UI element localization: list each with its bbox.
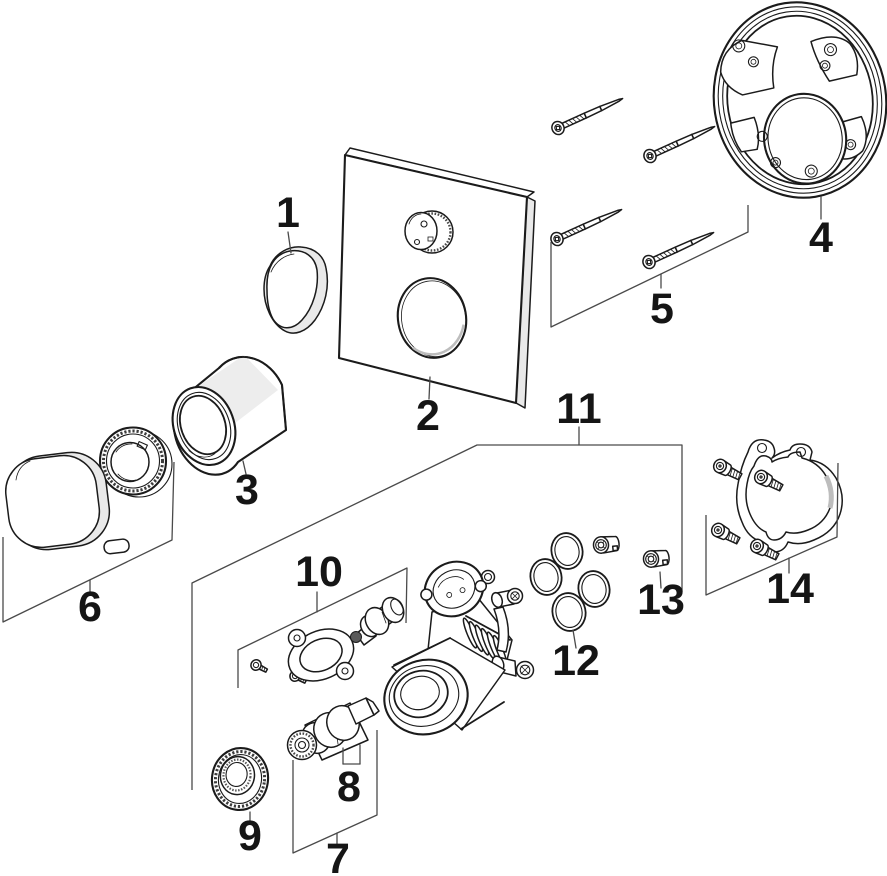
part-13-leader — [659, 571, 662, 589]
part-4-mounting-plate — [712, 1, 887, 199]
part-7-label: 7 — [326, 835, 350, 876]
square-knob — [4, 451, 130, 555]
part-12-o-rings — [529, 532, 621, 632]
part-3-label: 3 — [235, 466, 259, 514]
part-1-handle-knob — [263, 246, 329, 334]
part-10-service-kit — [248, 596, 405, 688]
screw-icon — [549, 91, 627, 138]
part-14-bracket-set — [708, 439, 843, 564]
part-7-bracket — [292, 730, 378, 854]
lower-port — [491, 655, 535, 680]
screw-icon — [641, 119, 719, 166]
part-4-label: 4 — [809, 214, 833, 262]
part-14-label: 14 — [766, 565, 814, 613]
part-6-bracket — [2, 461, 175, 623]
front-cylinder — [383, 637, 506, 736]
part-9-label: 9 — [238, 812, 262, 860]
part-10-label: 10 — [295, 548, 343, 596]
part-3-leader — [242, 460, 247, 475]
part-2-leader — [428, 376, 431, 400]
part-6-label: 6 — [78, 583, 102, 631]
part-12-leader — [572, 629, 577, 649]
part-8-label: 8 — [337, 763, 361, 811]
part-9-union-nut — [210, 747, 270, 811]
upper-port — [480, 569, 524, 609]
plate-opening — [396, 277, 468, 359]
part-13-check-valve — [641, 548, 671, 569]
plug-icon — [591, 534, 621, 555]
part-6-knob-and-ring — [4, 426, 173, 555]
part-1-label: 1 — [276, 189, 300, 237]
part-11-bracket — [191, 444, 683, 790]
part-3-sleeve — [171, 355, 288, 476]
part-5-screws — [548, 91, 719, 272]
top-flange — [420, 560, 488, 618]
adapter-ring — [98, 426, 173, 498]
small-screw-icon — [248, 657, 270, 677]
part-5-bracket — [550, 205, 749, 328]
part-11-label: 11 — [556, 385, 601, 433]
part-2-cover-plate — [337, 147, 536, 409]
part-14-bracket — [705, 462, 839, 596]
bolt-icon — [710, 456, 745, 484]
part-1-leader — [287, 231, 292, 254]
part-8-cartridge — [286, 697, 380, 761]
bolt-icon — [751, 467, 786, 495]
screw-icon — [548, 202, 626, 249]
part-11-valve-body — [383, 560, 535, 736]
screw-icon — [640, 225, 718, 272]
part-13-label: 13 — [637, 576, 685, 624]
spindle-knob — [404, 210, 454, 254]
part-10-bracket — [237, 567, 408, 688]
part-5-label: 5 — [650, 285, 674, 333]
regulator-cartridge — [350, 596, 405, 646]
part-2-label: 2 — [416, 392, 440, 440]
bolt-icon — [708, 520, 743, 548]
plug-icon — [641, 548, 671, 569]
part-12-label: 12 — [552, 637, 600, 685]
